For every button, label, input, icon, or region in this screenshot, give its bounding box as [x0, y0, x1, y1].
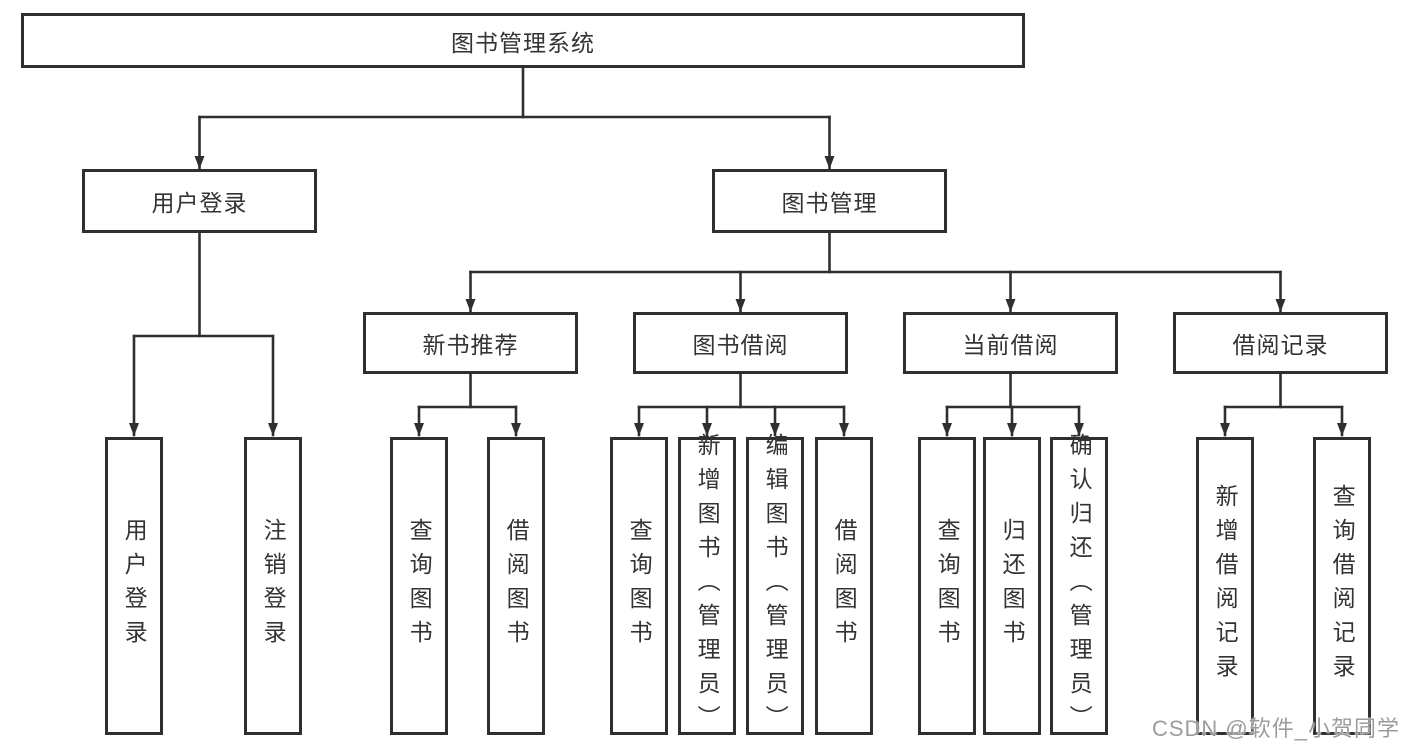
leaf-record-add: 新增借阅记录: [1196, 437, 1254, 735]
leaf-borrow-edit-book: 编辑图书（管理员）: [746, 433, 804, 739]
leaf-current-return-label: 归还图书: [999, 518, 1026, 654]
csdn-watermark: CSDN @软件_小贺同学: [1151, 716, 1400, 741]
node-book-borrow-label: 图书借阅: [692, 332, 789, 358]
leaf-logout-label: 注销登录: [260, 518, 287, 654]
node-user-login: 用户登录: [82, 169, 317, 233]
leaf-borrow-add-book-label: 新增图书（管理员）: [694, 433, 721, 739]
leaf-borrow-book-label: 借阅图书: [831, 518, 858, 654]
node-book-management-label: 图书管理: [781, 190, 878, 216]
leaf-record-add-label: 新增借阅记录: [1212, 484, 1239, 688]
leaf-newbook-query: 查询图书: [390, 437, 448, 735]
node-root: 图书管理系统: [21, 13, 1025, 68]
node-book-borrow: 图书借阅: [633, 312, 848, 374]
leaf-current-query-label: 查询图书: [934, 518, 961, 654]
leaf-borrow-add-book: 新增图书（管理员）: [678, 433, 736, 739]
leaf-borrow-book: 借阅图书: [815, 437, 873, 735]
node-current-borrow: 当前借阅: [903, 312, 1118, 374]
node-user-login-label: 用户登录: [151, 190, 248, 216]
leaf-borrow-edit-book-label: 编辑图书（管理员）: [762, 433, 789, 739]
leaf-current-confirm-return: 确认归还（管理员）: [1050, 433, 1108, 739]
node-borrow-records: 借阅记录: [1173, 312, 1388, 374]
leaf-newbook-borrow-label: 借阅图书: [503, 518, 530, 654]
leaf-current-query: 查询图书: [918, 437, 976, 735]
leaf-newbook-query-label: 查询图书: [406, 518, 433, 654]
leaf-record-query-label: 查询借阅记录: [1329, 484, 1356, 688]
leaf-borrow-query-label: 查询图书: [626, 518, 653, 654]
leaf-user-login-label: 用户登录: [121, 518, 148, 654]
leaf-record-query: 查询借阅记录: [1313, 437, 1371, 735]
leaf-logout: 注销登录: [244, 437, 302, 735]
node-new-book-recommend: 新书推荐: [363, 312, 578, 374]
leaf-borrow-query: 查询图书: [610, 437, 668, 735]
leaf-user-login: 用户登录: [105, 437, 163, 735]
leaf-current-return: 归还图书: [983, 437, 1041, 735]
leaf-newbook-borrow: 借阅图书: [487, 437, 545, 735]
leaf-current-confirm-return-label: 确认归还（管理员）: [1066, 433, 1093, 739]
node-borrow-records-label: 借阅记录: [1232, 332, 1329, 358]
node-root-label: 图书管理系统: [451, 29, 595, 56]
node-book-management: 图书管理: [712, 169, 947, 233]
node-new-book-recommend-label: 新书推荐: [422, 332, 519, 358]
node-current-borrow-label: 当前借阅: [962, 332, 1059, 358]
